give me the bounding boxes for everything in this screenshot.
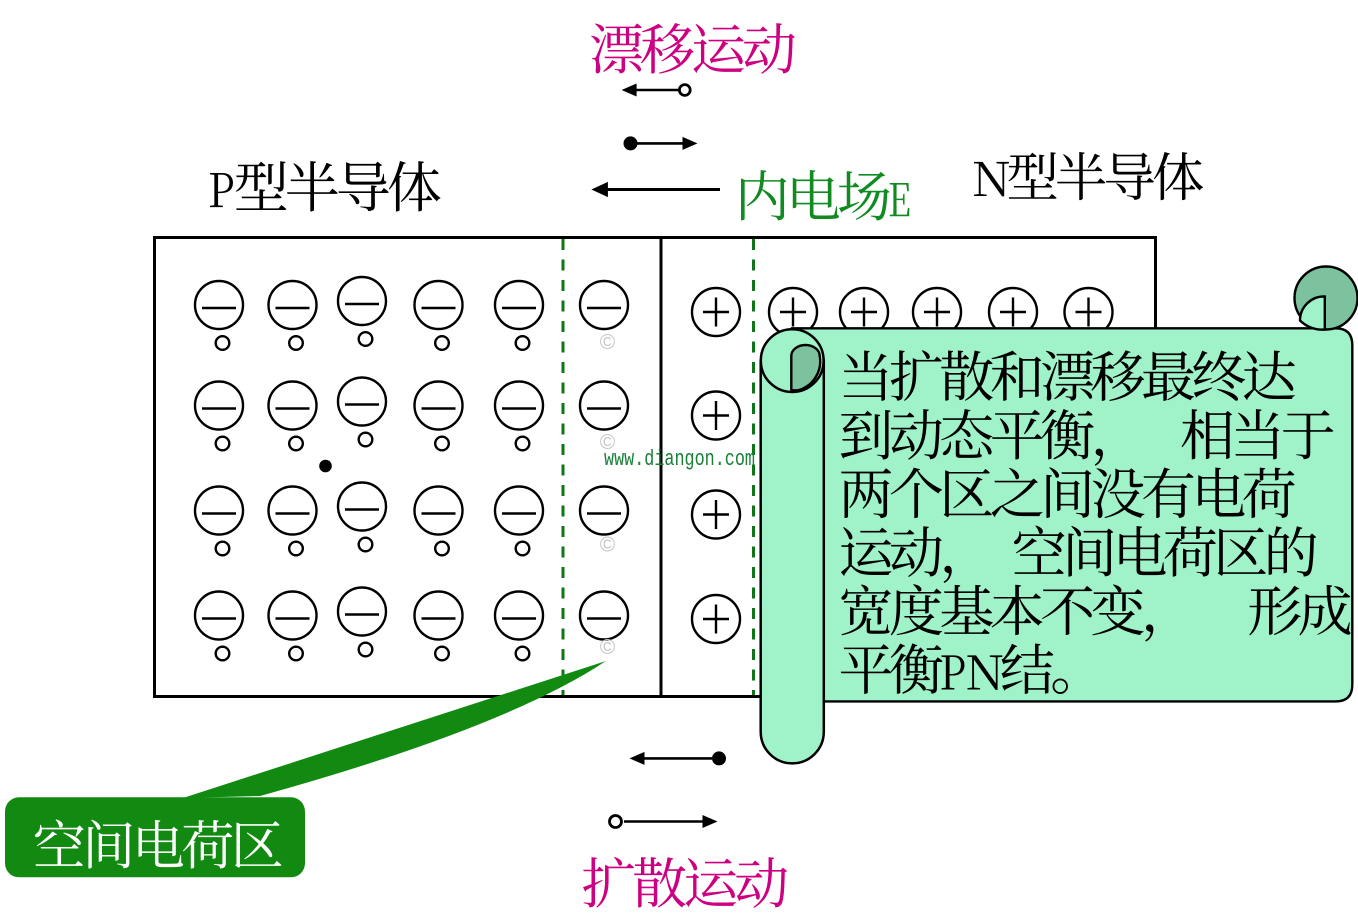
svg-text:©: © [600, 636, 616, 659]
svg-text:©: © [600, 431, 616, 454]
svg-text:©: © [600, 331, 616, 354]
svg-text:www.diangon.com: www.diangon.com [604, 447, 755, 472]
svg-text:©: © [600, 533, 616, 556]
